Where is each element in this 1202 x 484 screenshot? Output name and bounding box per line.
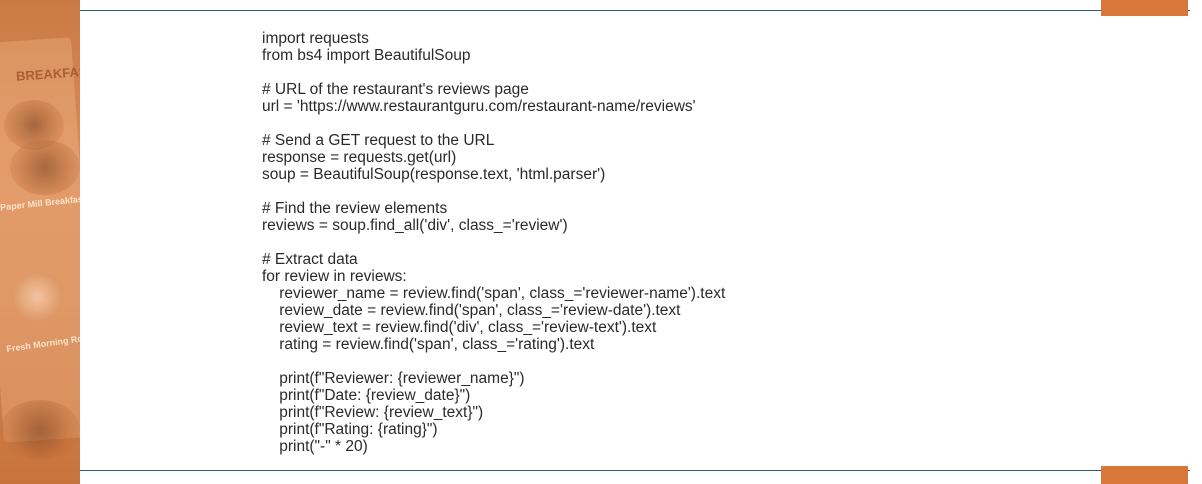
code-line: print(f"Review: {review_text}") (262, 404, 484, 421)
code-line: url = 'https://www.restaurantguru.com/re… (262, 98, 696, 115)
code-line: review_date = review.find('span', class_… (262, 302, 681, 319)
code-line: soup = BeautifulSoup(response.text, 'htm… (262, 166, 606, 183)
code-line: print(f"Rating: {rating}") (262, 421, 438, 438)
food-photo (0, 400, 80, 460)
code-line: reviews = soup.find_all('div', class_='r… (262, 217, 568, 234)
code-line: rating = review.find('span', class_='rat… (262, 336, 595, 353)
code-blank-line (262, 234, 1062, 251)
code-line: # Find the review elements (262, 200, 448, 217)
menu-card-image (0, 37, 80, 443)
code-line: print(f"Date: {review_date}") (262, 387, 471, 404)
code-blank-line (262, 115, 1062, 132)
code-line: import requests (262, 30, 369, 47)
code-blank-line (262, 64, 1062, 81)
bottom-rule (80, 470, 1190, 471)
food-photo (12, 272, 62, 322)
code-line: response = requests.get(url) (262, 149, 457, 166)
code-line: for review in reviews: (262, 268, 407, 285)
code-line: review_text = review.find('div', class_=… (262, 319, 657, 336)
code-line: print("-" * 20) (262, 438, 368, 455)
accent-bar-bottom (1101, 466, 1188, 484)
code-line: # Extract data (262, 251, 358, 268)
accent-bar-top (1101, 0, 1188, 16)
code-line: print(f"Reviewer: {reviewer_name}") (262, 370, 525, 387)
code-line: reviewer_name = review.find('span', clas… (262, 285, 726, 302)
code-blank-line (262, 183, 1062, 200)
code-line: # Send a GET request to the URL (262, 132, 495, 149)
top-rule (80, 10, 1190, 11)
side-photo-strip: BREAKFAST Paper Mill Breakfast Fresh Mor… (0, 0, 80, 484)
code-line: # URL of the restaurant's reviews page (262, 81, 529, 98)
code-blank-line (262, 353, 1062, 370)
code-line: from bs4 import BeautifulSoup (262, 47, 471, 64)
food-photo (10, 140, 80, 195)
